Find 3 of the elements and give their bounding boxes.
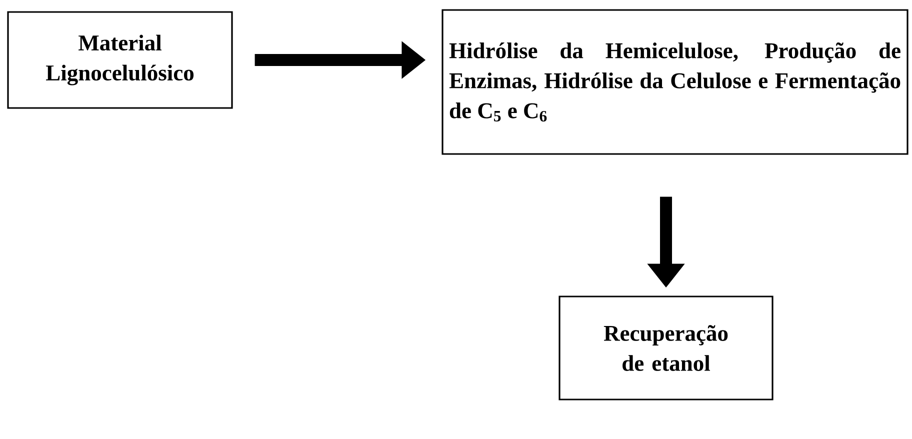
process-box: Recuperação de etanol xyxy=(558,296,774,400)
process-box: Material Lignocelulósico xyxy=(7,11,233,109)
process-box: Hidrólise da Hemicelulose, Produção de Enzimas, Hidrólise da Celulose e Fermentação de C$_{5}$ e C$_{6}$ xyxy=(442,9,908,155)
